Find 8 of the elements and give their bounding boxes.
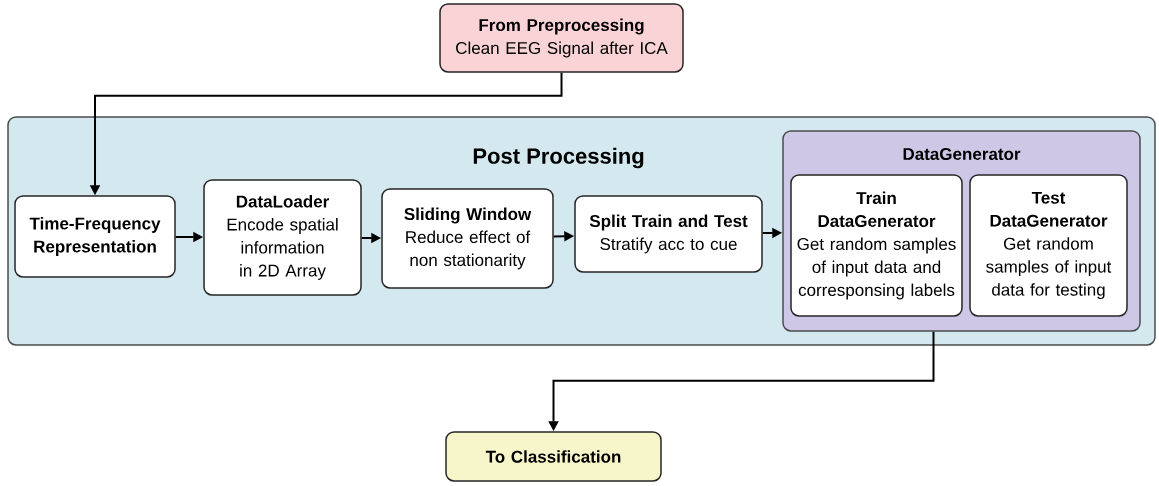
source-box: From Preprocessing Clean EEG Signal after ICA — [439, 3, 684, 73]
process-box: Time-Frequency Representation — [14, 195, 176, 278]
process-box: Train DataGenerator Get random samples of input data and corresponsing labels — [790, 174, 963, 317]
process-box: Sliding Window Reduce effect of non stationarity — [381, 188, 554, 289]
process-box: Test DataGenerator Get random samples of input data for testing — [969, 174, 1128, 317]
output-box: To Classification — [445, 431, 662, 482]
process-box: DataLoader Encode spatial information in 2D Array — [203, 179, 362, 296]
process-box: Split Train and Test Stratify acc to cue — [574, 195, 763, 273]
